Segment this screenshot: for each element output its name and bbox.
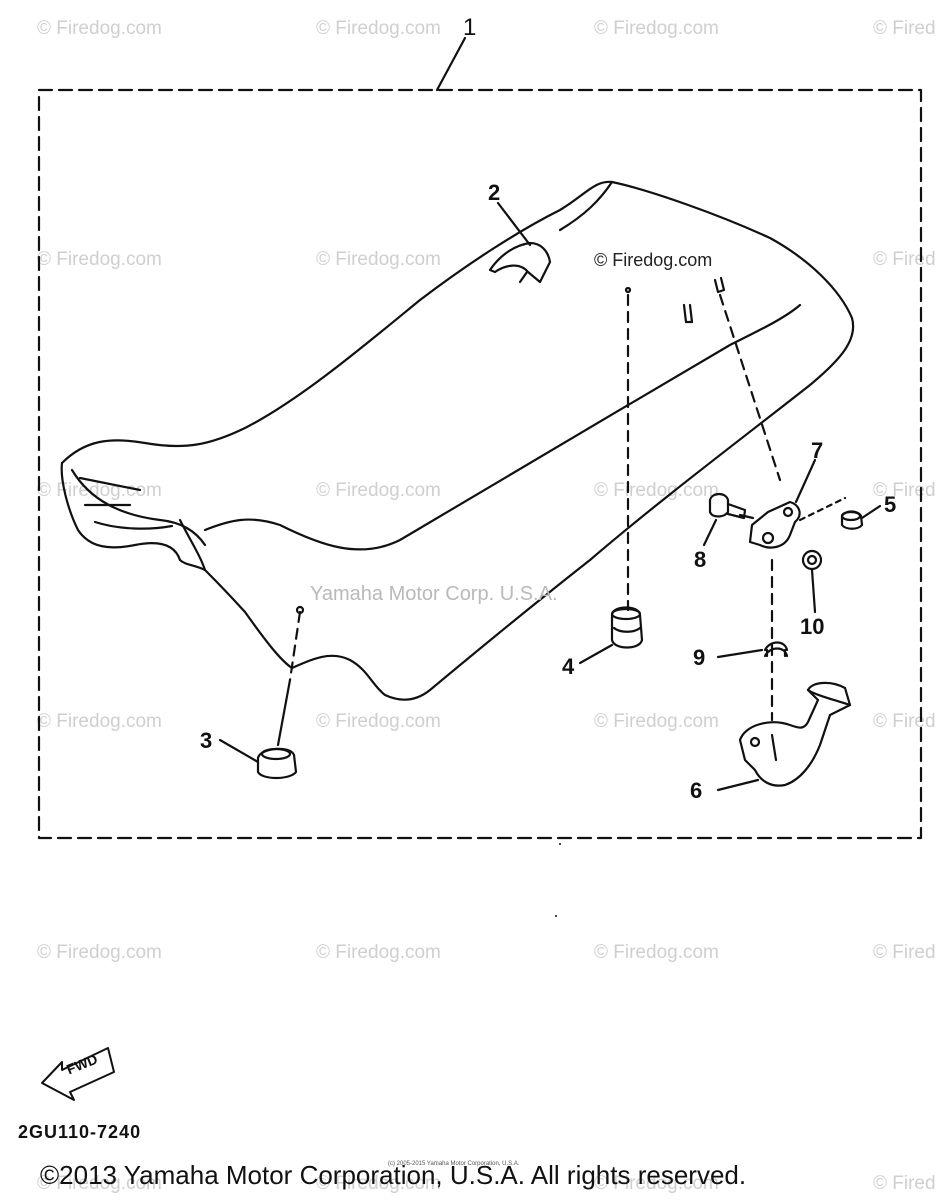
seat-outline (60, 180, 855, 701)
center-watermark: Yamaha Motor Corp. U.S.A. (310, 583, 558, 605)
assembly-boundary (37, 88, 923, 840)
callout-2: 2 (488, 180, 501, 205)
part-6-lever (738, 681, 852, 787)
watermark: © Firedog.com (37, 18, 162, 39)
watermark: © Firedog.com (37, 1173, 162, 1194)
tiny-notice: (c) 2005-2015 Yamaha Motor Corporation, … (388, 1161, 520, 1167)
fwd-arrow-icon (41, 1047, 115, 1101)
callout-9: 9 (693, 645, 706, 670)
part-7-bracket (748, 500, 801, 549)
watermark: © Firedog.com (594, 18, 719, 39)
callout-10: 10 (800, 614, 825, 639)
callout-6: 6 (690, 778, 703, 803)
watermark: © Firedog.com (37, 711, 162, 732)
watermark: © Fired (873, 1173, 936, 1194)
callout-5: 5 (884, 492, 897, 517)
callout-1: 1 (463, 14, 477, 41)
part-9-spring (763, 641, 789, 658)
part-10-washer (801, 549, 823, 571)
watermark: © Firedog.com (594, 711, 719, 732)
watermark: © Firedog.com (316, 711, 441, 732)
watermark: © Fired (873, 18, 936, 39)
callout-4: 4 (562, 654, 575, 679)
watermark: © Firedog.com (594, 480, 719, 501)
part-code: 2GU110-7240 (18, 1122, 142, 1142)
copyright-notice: ©2013 Yamaha Motor Corporation, U.S.A. A… (40, 1160, 747, 1190)
watermark: © Firedog.com (316, 480, 441, 501)
callout-7: 7 (811, 438, 824, 463)
part-4-damper (610, 606, 644, 649)
watermark: © Fired (873, 942, 936, 963)
watermark: © Firedog.com (316, 1173, 441, 1194)
watermark: © Firedog.com (316, 249, 441, 270)
watermark: © Firedog.com (316, 18, 441, 39)
callout-8: 8 (694, 547, 707, 572)
watermark: © Firedog.com (37, 942, 162, 963)
watermark: © Firedog.com (37, 249, 162, 270)
watermark: © Firedog.com (594, 942, 719, 963)
callout-3: 3 (200, 728, 213, 753)
part-8-bolt (708, 492, 730, 518)
watermark: © Firedog.com (316, 942, 441, 963)
inline-watermark: © Firedog.com (594, 250, 713, 270)
watermark: © Firedog.com (594, 1173, 719, 1194)
watermark: © Firedog.com (37, 480, 162, 501)
